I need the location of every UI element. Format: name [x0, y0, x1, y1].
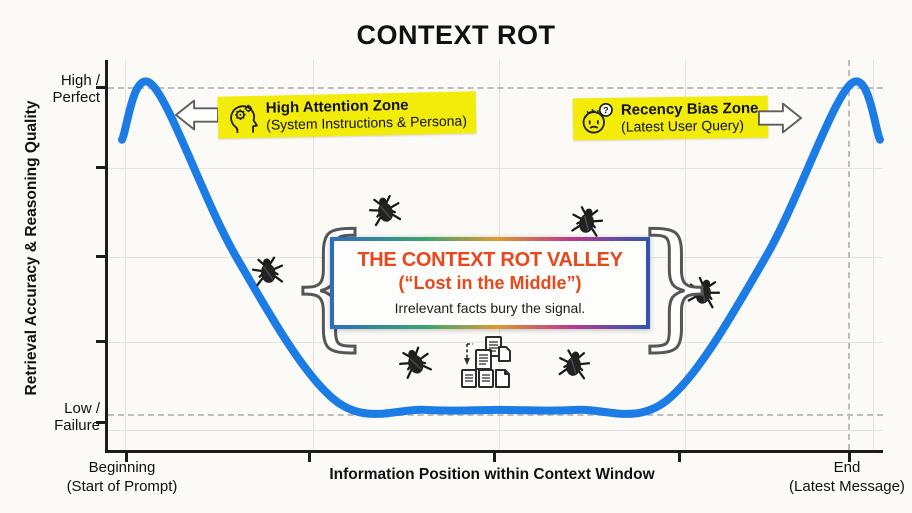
y-axis-tick: [96, 255, 105, 258]
y-axis-label: Retrieval Accuracy & Reasoning Quality: [23, 100, 40, 396]
left-arrow-icon: [174, 99, 220, 131]
accuracy-curve: [118, 77, 884, 418]
x-tick-label-end: End (Latest Message): [762, 458, 912, 496]
question-mark-glyph: ?: [603, 105, 609, 115]
y-tick-high-line2: Perfect: [52, 89, 100, 106]
valley-subtitle: (“Lost in the Middle”): [398, 273, 582, 293]
document-pile-icon: [455, 334, 513, 390]
valley-title: THE CONTEXT ROT VALLEY: [357, 249, 623, 271]
valley-caption: Irrelevant facts bury the signal.: [394, 300, 586, 316]
page-title: CONTEXT ROT: [356, 20, 556, 50]
dashed-line-low-level: [108, 414, 883, 416]
high-attention-zone-label: High Attention Zone (System Instructions…: [217, 91, 477, 139]
recency-bias-zone-title: Recency Bias Zone: [620, 99, 759, 119]
dashed-line-high-level: [108, 87, 883, 89]
gridline-horizontal: [108, 430, 883, 431]
head-gears-icon: [224, 99, 261, 136]
bug-icon: [566, 200, 609, 243]
x-axis-tick: [848, 453, 851, 462]
bug-icon: [553, 343, 595, 385]
x-end-line2: (Latest Message): [789, 478, 905, 495]
y-tick-low-line1: Low /: [64, 400, 100, 417]
gridline-vertical: [873, 60, 874, 450]
gridline-horizontal: [108, 168, 883, 169]
y-tick-label-low: Low / Failure: [14, 400, 100, 434]
bug-icon: [248, 251, 289, 292]
recency-bias-zone-label: ? Recency Bias Zone (Latest User Query): [572, 95, 768, 141]
right-arrow-icon: [757, 102, 803, 134]
y-axis-tick: [96, 421, 105, 424]
context-rot-valley-box: THE CONTEXT ROT VALLEY (“Lost in the Mid…: [330, 237, 650, 329]
recency-bias-zone-subtitle: (Latest User Query): [621, 116, 745, 135]
gridline-vertical: [125, 60, 126, 450]
x-tick-label-beginning: Beginning (Start of Prompt): [37, 458, 207, 496]
y-tick-low-line2: Failure: [54, 417, 100, 434]
y-axis-tick: [96, 340, 105, 343]
x-beginning-line1: Beginning: [88, 459, 156, 476]
x-axis-tick: [678, 453, 681, 462]
y-axis-tick: [96, 86, 105, 89]
high-attention-zone-subtitle: (System Instructions & Persona): [266, 112, 468, 133]
x-axis-tick: [125, 453, 128, 462]
y-axis-tick: [96, 166, 105, 169]
x-beginning-line2: (Start of Prompt): [66, 478, 178, 495]
gridline-vertical: [685, 60, 686, 450]
x-end-line1: End: [833, 459, 861, 476]
y-tick-label-high: High / Perfect: [14, 72, 100, 106]
x-axis-tick: [308, 453, 311, 462]
face-question-icon: ?: [579, 101, 615, 137]
x-axis-tick: [493, 453, 496, 462]
dashed-line-end-position: [848, 60, 850, 450]
gridline-vertical: [313, 60, 314, 450]
y-tick-high-line1: High /: [60, 72, 100, 89]
x-axis-label: Information Position within Context Wind…: [329, 466, 655, 483]
